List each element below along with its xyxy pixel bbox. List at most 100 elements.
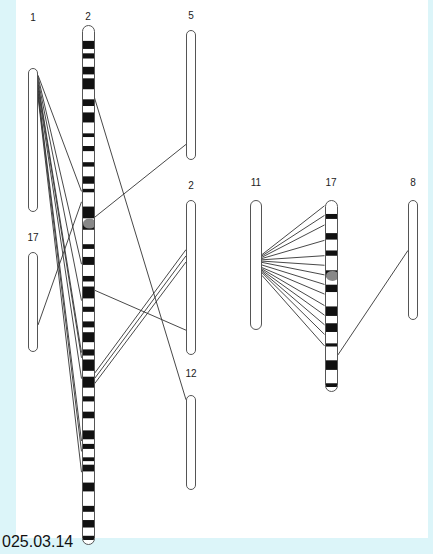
- chromosome: 11: [241, 177, 271, 330]
- band: [83, 53, 95, 58]
- band: [83, 287, 95, 299]
- synteny-line: [262, 272, 325, 325]
- band: [83, 257, 95, 265]
- synteny-line: [262, 262, 325, 274]
- band: [83, 244, 95, 249]
- synteny-line: [95, 144, 187, 217]
- synteny-line: [38, 82, 82, 352]
- band: [326, 360, 338, 370]
- chromosome-bar: [250, 200, 262, 330]
- band: [83, 430, 95, 439]
- white-panel: [16, 0, 428, 538]
- band: [83, 276, 95, 282]
- synteny-line: [38, 88, 82, 378]
- band: [83, 412, 95, 419]
- chromosome-number: 2: [187, 180, 195, 192]
- synteny-line: [38, 202, 82, 325]
- band: [83, 307, 95, 312]
- band: [83, 176, 95, 183]
- chromosome-bar: [186, 395, 196, 490]
- synteny-line: [95, 98, 187, 400]
- banded-ideogram: [82, 25, 95, 545]
- centromere: [83, 219, 95, 229]
- band: [83, 99, 95, 106]
- band: [326, 306, 338, 315]
- band: [83, 67, 95, 75]
- chromosome-bar: [186, 200, 196, 355]
- band: [326, 250, 338, 255]
- synteny-line: [262, 268, 325, 294]
- synteny-line: [262, 270, 325, 315]
- synteny-line: [262, 240, 325, 258]
- chromosome-bar: [28, 252, 38, 352]
- band: [83, 396, 95, 401]
- chromosome: 17: [18, 232, 48, 352]
- synteny-line: [338, 250, 409, 355]
- synteny-line: [38, 97, 82, 472]
- chromosome-number: 8: [409, 177, 417, 189]
- band-pattern: [83, 26, 95, 545]
- chromosome-number: 1: [29, 12, 37, 24]
- band: [326, 233, 338, 239]
- synteny-line: [262, 273, 325, 335]
- date-stamp: 025.03.14: [2, 533, 73, 551]
- band: [326, 343, 338, 346]
- chromosome: 17: [316, 177, 346, 392]
- band: [83, 162, 95, 166]
- band: [83, 112, 95, 122]
- band: [326, 214, 338, 219]
- chromosome: 12: [176, 368, 206, 490]
- synteny-line: [38, 94, 82, 451]
- band: [326, 383, 338, 387]
- synteny-line: [262, 275, 325, 346]
- band: [83, 506, 95, 512]
- band: [83, 78, 95, 89]
- band: [83, 321, 95, 327]
- chromosome-bar: [408, 200, 418, 320]
- synteny-line: [95, 262, 187, 384]
- band: [83, 332, 95, 342]
- band: [83, 146, 95, 151]
- synteny-line: [95, 256, 187, 379]
- band: [83, 520, 95, 527]
- synteny-line: [262, 256, 325, 260]
- chromosome-number: 5: [187, 10, 195, 22]
- chromosome: 8: [398, 177, 428, 320]
- chromosome-bar: [28, 68, 38, 212]
- band: [83, 360, 95, 371]
- band: [83, 207, 95, 219]
- band: [83, 377, 95, 388]
- band: [326, 285, 338, 292]
- synteny-line: [38, 91, 82, 441]
- chromosome-number: 17: [324, 177, 337, 189]
- band: [83, 483, 95, 492]
- chromosome: 1: [18, 12, 48, 212]
- band: [83, 133, 95, 137]
- band: [83, 349, 95, 355]
- band: [83, 189, 95, 192]
- synteny-line: [38, 75, 82, 191]
- chromosome-number: 12: [184, 368, 197, 380]
- centromere: [326, 271, 338, 281]
- banded-ideogram: [325, 200, 338, 392]
- chromosome-bar: [186, 30, 196, 160]
- chromosome: 2: [73, 11, 103, 545]
- synteny-line: [262, 225, 325, 257]
- synteny-line: [38, 85, 82, 358]
- chromosome: 2: [176, 180, 206, 355]
- chromosome-number: 17: [26, 232, 39, 244]
- synteny-line: [95, 290, 187, 330]
- chromosome-number: 11: [250, 177, 262, 189]
- band: [83, 536, 95, 540]
- band-pattern: [326, 201, 338, 392]
- band: [83, 41, 95, 49]
- band: [83, 465, 95, 472]
- band: [326, 323, 338, 332]
- chromosome: 5: [176, 10, 206, 160]
- band: [83, 457, 95, 461]
- synteny-line: [262, 269, 325, 306]
- chromosome-number: 2: [84, 11, 92, 23]
- band: [83, 444, 95, 449]
